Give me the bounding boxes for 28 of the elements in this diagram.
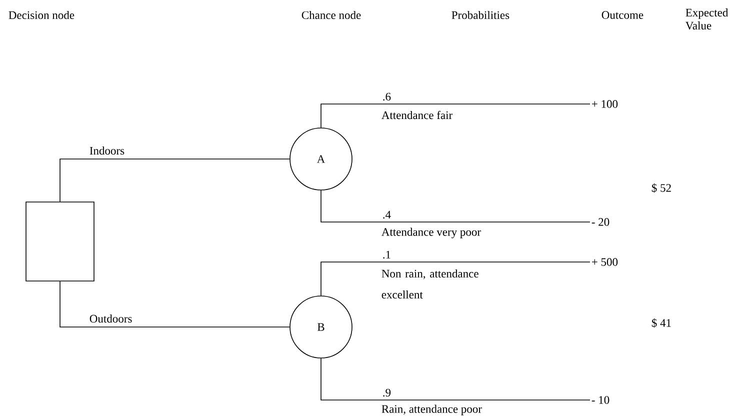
header-label: Expected Value <box>686 8 728 30</box>
connector-line <box>320 262 590 296</box>
outcome-description: Rain, attendance poor <box>382 404 482 416</box>
outcome-description: Attendance fair <box>382 110 452 120</box>
expected-value: $ 41 <box>652 318 671 328</box>
branch-label: Indoors <box>90 146 124 155</box>
expected-value: $ 52 <box>652 183 671 193</box>
probability-label: .9 <box>383 388 391 397</box>
connector-line <box>60 281 290 328</box>
outcome-description: Attendance very poor <box>382 228 481 238</box>
probability-label: .4 <box>383 210 391 219</box>
outcome-description: Non rain, attendance excellent <box>382 269 478 299</box>
outcome-value: + 500 <box>592 258 618 266</box>
outcome-value: + 100 <box>592 100 618 108</box>
connector-line <box>320 104 590 128</box>
header-label: Decision node <box>8 10 74 20</box>
connector-line <box>320 358 590 400</box>
outcome-value: - 20 <box>592 218 610 226</box>
probability-label: .6 <box>383 92 391 101</box>
header-label: Outcome <box>602 11 644 19</box>
header-label: Chance node <box>302 10 361 20</box>
probability-label: .1 <box>383 250 390 259</box>
header-label: Probabilities <box>452 10 510 20</box>
connector-line <box>320 190 590 222</box>
decision-box <box>26 202 94 282</box>
connector-line <box>60 158 290 202</box>
outcome-value: - 10 <box>592 396 610 404</box>
branch-label: Outdoors <box>90 314 132 323</box>
